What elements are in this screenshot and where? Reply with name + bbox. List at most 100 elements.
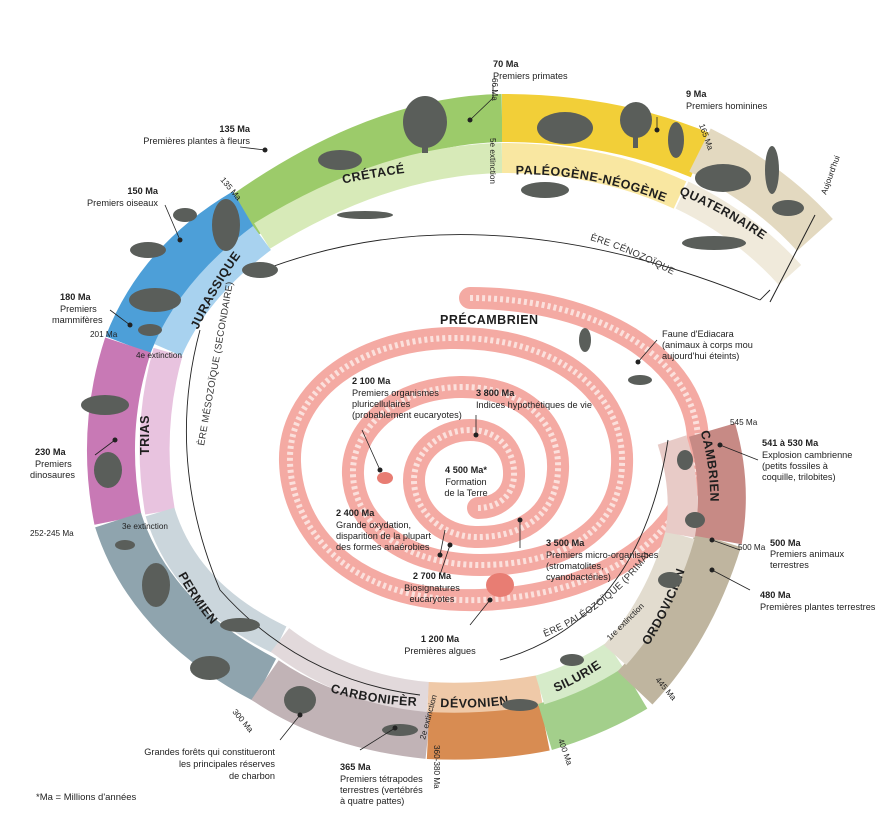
tetrapodes-ma: 365 Ma: [340, 762, 372, 772]
algae-silhouette: [486, 573, 514, 597]
hominines-text: Premiers hominines: [686, 101, 768, 111]
cambrienne-ma: 541 à 530 Ma: [762, 438, 819, 448]
plant-silhouette: [142, 563, 170, 607]
cambrienne-line3: coquille, trilobites): [762, 472, 836, 482]
shark-silhouette: [220, 618, 260, 632]
oxydation-line2: disparition de la plupart: [336, 531, 431, 541]
vie-text: Indices hypothétiques de vie: [476, 400, 592, 410]
band-cambrien: [688, 423, 746, 545]
band-quaternaire: [689, 128, 833, 252]
nautilus-silhouette: [658, 572, 682, 588]
svg-text:DÉVONIEN: DÉVONIEN: [440, 693, 510, 710]
biosig-ma: 2 700 Ma: [413, 571, 452, 581]
tree2-silhouette: [620, 102, 652, 138]
micro-line2: (stromatolites,: [546, 561, 604, 571]
boundary-360: 360-380 Ma: [432, 745, 441, 789]
pterosaur-silhouette: [130, 242, 166, 258]
band-ordovicien: [617, 532, 741, 705]
amphibian-silhouette: [382, 724, 418, 736]
mammiferes-line1: Premiers: [60, 304, 97, 314]
silhouettes: [81, 96, 804, 736]
biosig-line1: Biosignatures: [404, 583, 460, 593]
bird-silhouette: [173, 208, 197, 222]
oiseaux-text: Premiers oiseaux: [87, 198, 158, 208]
tetrapodes-line1: Premiers tétrapodes: [340, 774, 423, 784]
precambrien-label: PRÉCAMBRIEN: [440, 312, 539, 327]
band-silurien: [537, 667, 648, 750]
footnote: *Ma = Millions d'années: [36, 792, 137, 803]
band-devonien: [426, 703, 550, 760]
plantes-text: Premières plantes terrestres: [760, 602, 876, 612]
dragonfly-silhouette: [115, 540, 135, 550]
fleurs-ma: 135 Ma: [219, 124, 251, 134]
forets-line1: Grandes forêts qui constitueront: [144, 747, 275, 757]
boundary-545: 545 Ma: [730, 418, 758, 427]
conifer-silhouette: [212, 199, 240, 251]
precambrian-spiral: PRÉCAMBRIEN: [278, 287, 710, 612]
forets-line3: de charbon: [229, 771, 275, 781]
stromatolite-silhouette: [377, 472, 393, 484]
hominines-ma: 9 Ma: [686, 89, 707, 99]
algues-ma: 1 200 Ma: [421, 634, 460, 644]
cambrienne-line2: (petits fossiles à: [762, 461, 829, 471]
terre-line2: de la Terre: [444, 488, 487, 498]
micro-ma: 3 500 Ma: [546, 538, 585, 548]
boundary-201: 201 Ma: [90, 330, 118, 339]
plantes-ma: 480 Ma: [760, 590, 792, 600]
extinction-5: 5e extinction: [488, 138, 497, 184]
wolf-silhouette: [772, 200, 804, 216]
primates-ma: 70 Ma: [493, 59, 519, 69]
svg-text:ÈRE CÉNOZOÏQUE: ÈRE CÉNOZOÏQUE: [589, 232, 677, 277]
micro-line3: cyanobactéries): [546, 572, 611, 582]
band-trias: [87, 337, 151, 525]
oxydation-line1: Grande oxydation,: [336, 520, 411, 530]
pluri-line3: (probablement eucaryotes): [352, 410, 462, 420]
placoderm-silhouette: [560, 654, 584, 666]
triceratops-silhouette: [318, 150, 362, 170]
theropod-silhouette: [81, 395, 129, 415]
algues-text: Premières algues: [404, 646, 476, 656]
micro-line1: Premiers micro-organismes: [546, 550, 659, 560]
dolphin-silhouette: [242, 262, 278, 278]
crocodile-silhouette: [337, 211, 393, 219]
trilobite-silhouette: [677, 450, 693, 470]
biosig-line2: eucaryotes: [410, 594, 455, 604]
pluri-line2: pluricellulaires: [352, 399, 411, 409]
whale-silhouette: [682, 236, 746, 250]
devonien-label: DÉVONIEN: [440, 693, 509, 710]
lungfish-silhouette: [502, 699, 538, 711]
fish-silhouette: [521, 182, 569, 198]
ediacara-line1: Faune d'Ediacara: [662, 329, 735, 339]
mammiferes-ma: 180 Ma: [60, 292, 92, 302]
dinosaures-line2: dinosaures: [30, 470, 75, 480]
ediacara-line3: aujourd'hui éteints): [662, 351, 739, 361]
dinosaures-line1: Premiers: [35, 459, 72, 469]
mammoth-silhouette: [537, 112, 593, 144]
oxydation-ma: 2 400 Ma: [336, 508, 375, 518]
tetrapodes-line2: terrestres (vertébrés: [340, 785, 423, 795]
cambrienne-line1: Explosion cambrienne: [762, 450, 852, 460]
palm-silhouette: [284, 686, 316, 714]
ediacara2-silhouette: [628, 375, 652, 385]
jellyfish-silhouette: [685, 512, 705, 528]
human-silhouette: [765, 146, 779, 194]
animaux-ma: 500 Ma: [770, 538, 802, 548]
dimetrodon-silhouette: [190, 656, 230, 680]
terre-ma: 4 500 Ma*: [445, 465, 487, 475]
animaux-line2: terrestres: [770, 560, 809, 570]
fleurs-text: Premières plantes à fleurs: [143, 136, 250, 146]
primates-text: Premiers primates: [493, 71, 568, 81]
boundary-aujourdhui: Aujourd'hui: [819, 154, 841, 196]
turtle-silhouette: [138, 324, 162, 336]
bear-silhouette: [695, 164, 751, 192]
ediacara-line2: (animaux à corps mou: [662, 340, 753, 350]
boundary-66: 66 Ma: [490, 78, 499, 101]
tetrapodes-line3: à quatre pattes): [340, 796, 404, 806]
boundary-500: 500 Ma: [738, 543, 766, 552]
dinosaures-ma: 230 Ma: [35, 447, 67, 457]
oxydation-line3: des formes anaérobies: [336, 542, 430, 552]
extinction-3: 3e extinction: [122, 522, 168, 531]
animaux-line1: Premiers animaux: [770, 549, 844, 559]
fern-silhouette: [94, 452, 122, 488]
